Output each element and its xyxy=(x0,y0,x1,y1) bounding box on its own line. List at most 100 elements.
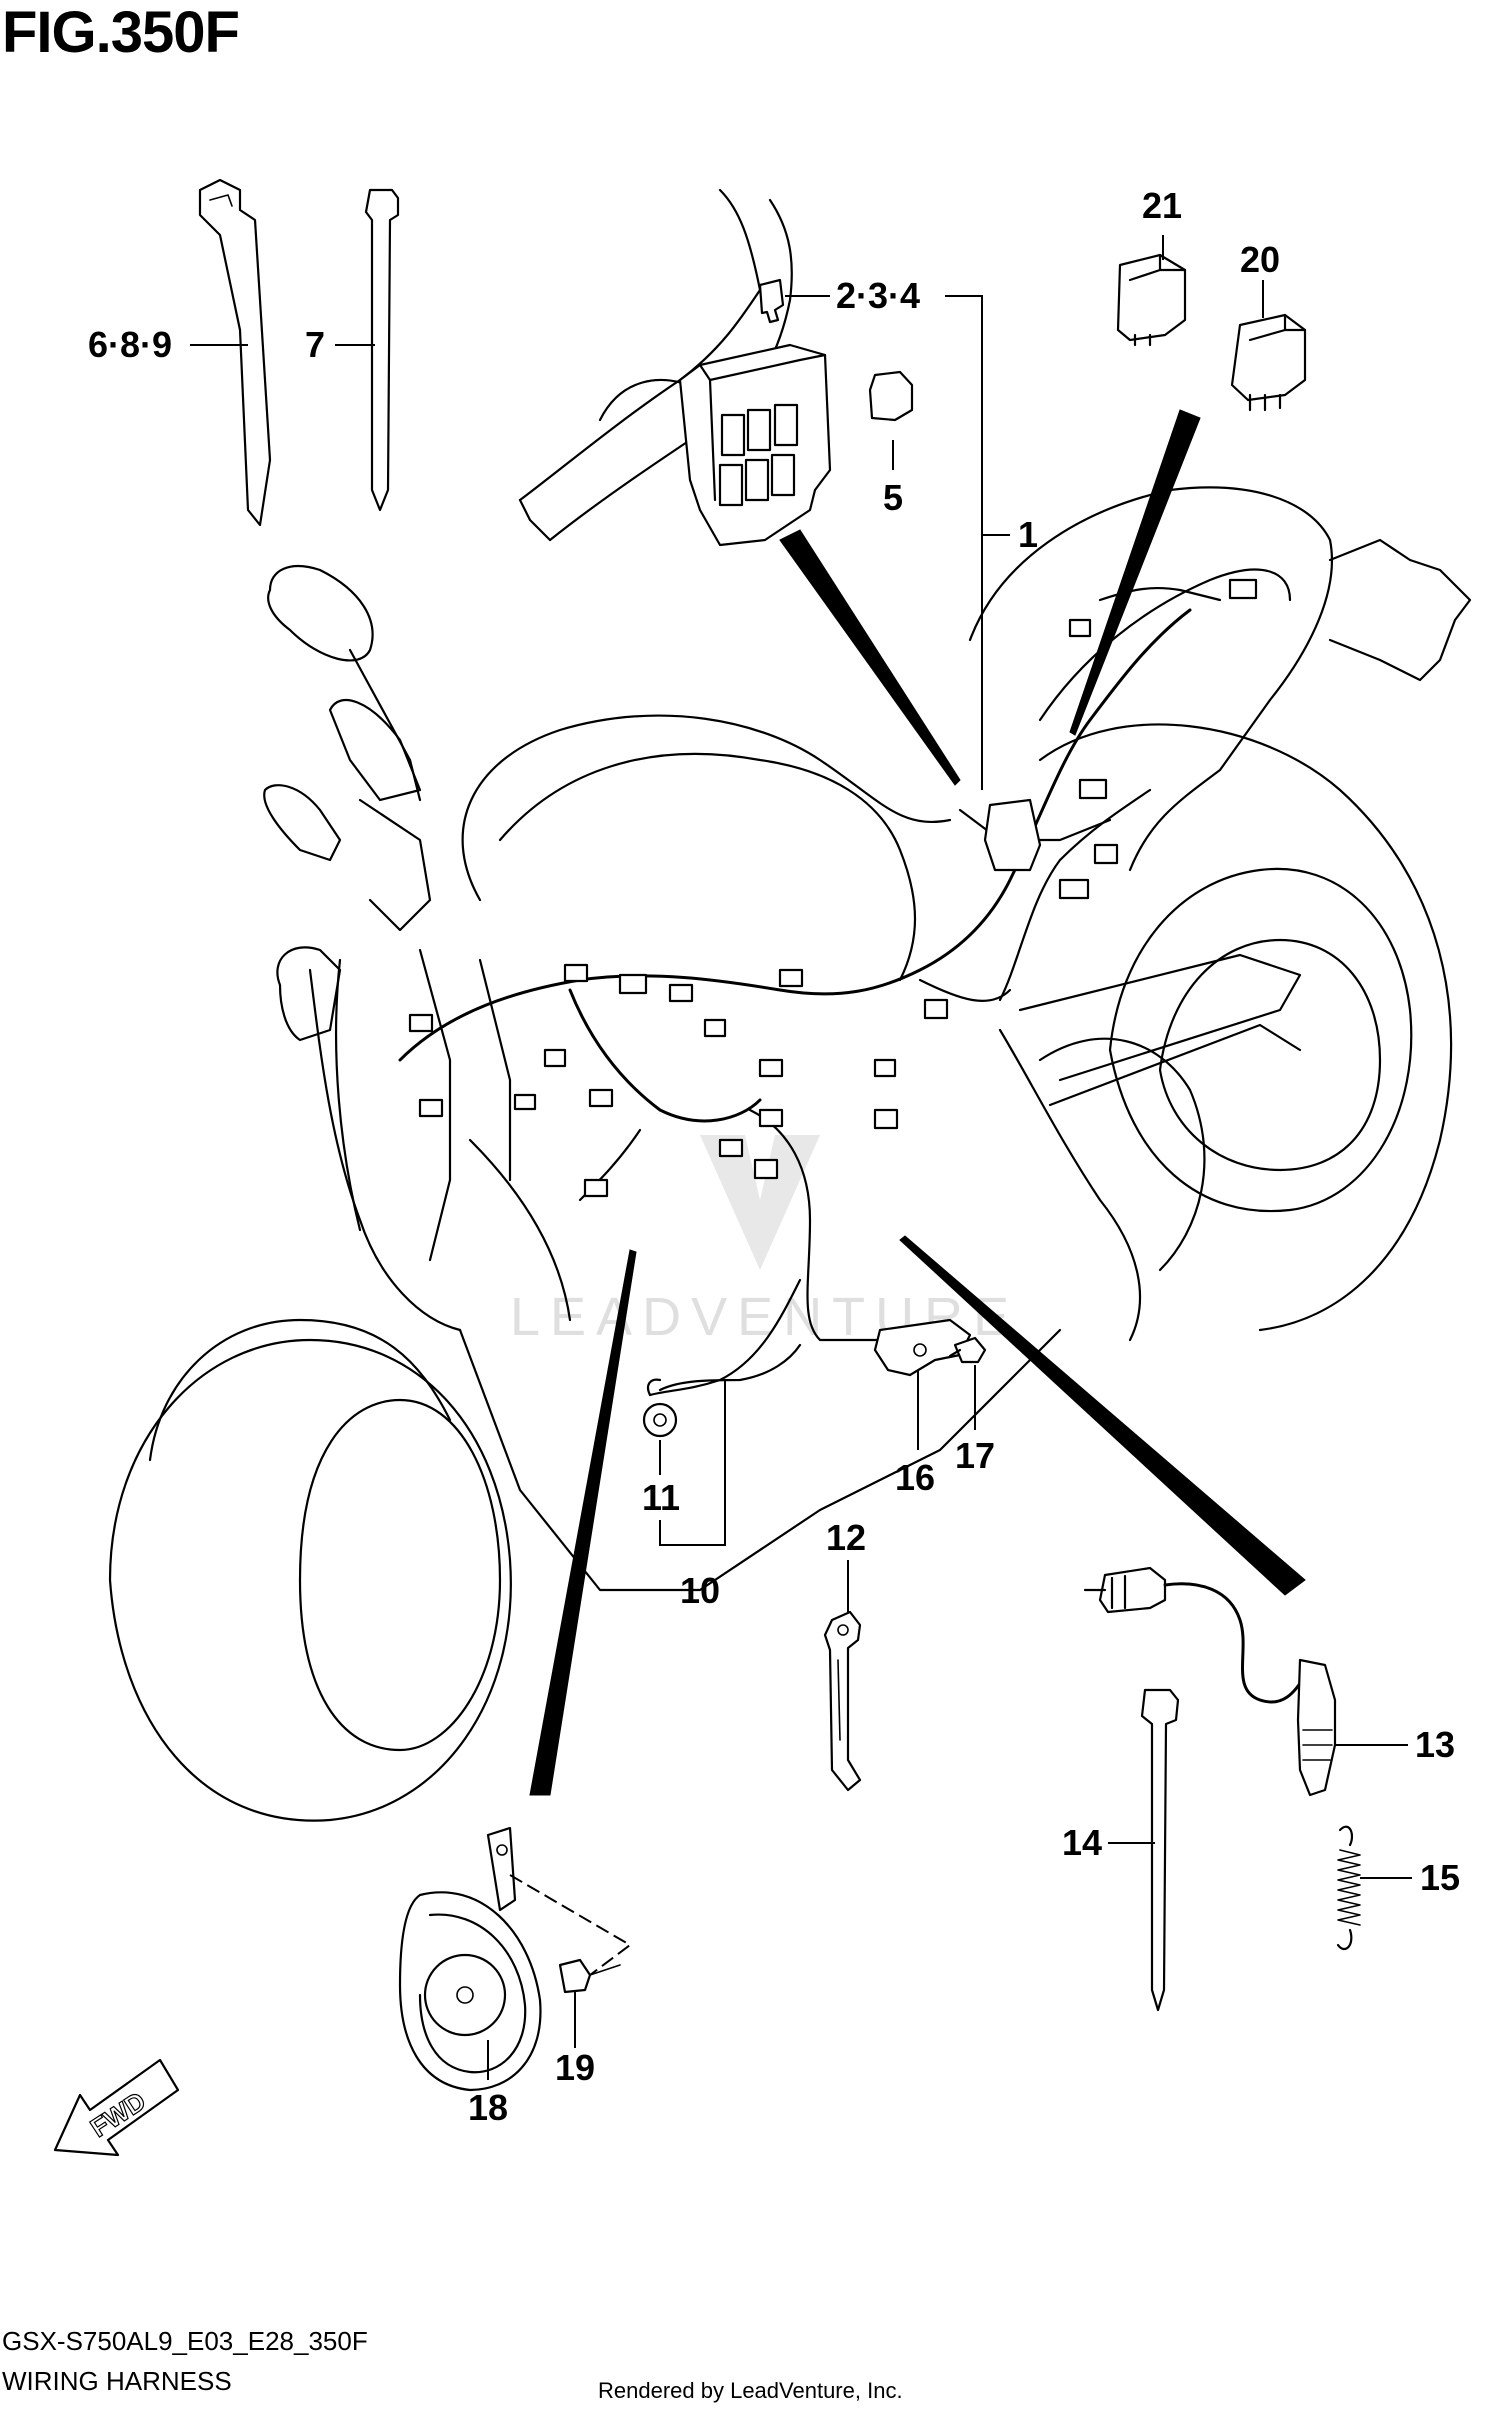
connector-15 xyxy=(778,968,804,988)
connector-17 xyxy=(1093,843,1119,865)
connector-13 xyxy=(873,1108,899,1130)
mirror-stem xyxy=(348,648,422,802)
connector-6 xyxy=(588,1088,614,1108)
seat-edge xyxy=(1038,568,1292,722)
leader-10-left xyxy=(659,1505,726,1546)
sensor-13-body xyxy=(1296,1658,1337,1797)
harness-to-16 xyxy=(748,1108,882,1342)
callout-20: 20 xyxy=(1240,239,1280,280)
fuse-part xyxy=(758,278,785,324)
callout-18: 18 xyxy=(468,2087,508,2128)
connector-12 xyxy=(873,1058,897,1078)
fuse-slot-6 xyxy=(770,453,796,497)
ground-lug xyxy=(646,1378,662,1397)
headlight xyxy=(276,946,342,1042)
fuse-box-assembly xyxy=(518,188,914,547)
horn-assembly-dash xyxy=(509,1874,632,1976)
fuse-slot-2 xyxy=(746,408,772,452)
wedge-relays xyxy=(1069,409,1201,736)
fuse-slot-5 xyxy=(744,458,770,502)
bolt-19-head xyxy=(558,1958,592,1994)
horn-ring xyxy=(418,1913,527,2074)
relay-20 xyxy=(1230,313,1307,402)
connector-4 xyxy=(703,1018,727,1038)
figure-title: FIG.350F xyxy=(2,0,239,65)
sensor-13-connector xyxy=(1098,1566,1167,1614)
callout-12: 12 xyxy=(826,1517,866,1558)
horn-body xyxy=(398,1891,542,2092)
wedge-horn xyxy=(529,1249,637,1796)
connector-9 xyxy=(758,1108,784,1128)
callout-5: 5 xyxy=(883,477,903,518)
watermark-logo-icon xyxy=(700,1135,820,1270)
section-name: WIRING HARNESS xyxy=(2,2366,232,2396)
leader-1-top xyxy=(945,295,1010,536)
fuse-cap xyxy=(868,370,914,422)
horn-face xyxy=(423,1953,507,2037)
fuse-box-lid-edge xyxy=(698,353,827,382)
horn-bracket xyxy=(486,1826,517,1912)
relay-21-pins xyxy=(1133,333,1152,347)
front-tire xyxy=(108,1338,512,1822)
relay-21-edge xyxy=(1128,253,1187,282)
fuse-slot-3 xyxy=(773,403,799,447)
handlebar-grip xyxy=(328,698,422,802)
tank-outline xyxy=(461,714,952,902)
harness-branch-rear xyxy=(918,978,1012,1002)
fuse-box-divider xyxy=(708,378,717,502)
ground-terminal xyxy=(642,1402,678,1438)
callout-19: 19 xyxy=(555,2047,595,2088)
bolt-19-shank xyxy=(589,1964,621,1976)
bolt-17-head xyxy=(953,1336,987,1364)
relay-20-pins xyxy=(1248,393,1282,412)
connector-3 xyxy=(668,983,694,1003)
callout-11: 11 xyxy=(642,1477,680,1518)
fuse-slot-1 xyxy=(720,413,746,457)
frame-tube-upper xyxy=(518,188,762,502)
handlebar-clamp xyxy=(358,798,432,932)
horn-center xyxy=(456,1986,474,2004)
side-panel xyxy=(1038,1037,1206,1272)
cable-ties xyxy=(198,178,1180,2012)
spring-coils xyxy=(1337,1849,1361,1926)
clamp-body xyxy=(823,1610,862,1792)
connector-11 xyxy=(753,1158,779,1180)
harness-tail-lead xyxy=(1098,586,1222,602)
swingarm xyxy=(1018,953,1302,1082)
connector-1 xyxy=(563,963,589,983)
spring-hook-top xyxy=(1338,1825,1354,1847)
clamp-rib xyxy=(837,1659,841,1741)
connector-2 xyxy=(618,973,648,995)
callout-2-3-4: 2·3·4 xyxy=(836,275,920,316)
rear-rim-inner xyxy=(1158,938,1382,1172)
front-fork-right xyxy=(478,958,512,1182)
sensor-body xyxy=(873,1318,972,1377)
sensor-13-lead xyxy=(1163,1582,1312,1704)
connector-20 xyxy=(1068,618,1092,638)
harness-relay-block xyxy=(983,798,1042,872)
callout-21: 21 xyxy=(1142,185,1182,226)
pointer-wedges xyxy=(529,409,1306,1796)
relay-21 xyxy=(1116,253,1187,342)
connector-21 xyxy=(408,1013,434,1033)
callout-1: 1 xyxy=(1018,514,1038,555)
rear-rim xyxy=(1108,867,1413,1213)
wedge-sensor xyxy=(899,1235,1306,1596)
swingarm-lower xyxy=(1048,1023,1302,1107)
mirror xyxy=(267,565,374,662)
model-code: GSX-S750AL9_E03_E28_350F xyxy=(2,2326,368,2356)
callout-16: 16 xyxy=(895,1457,935,1498)
callout-labels: 1 2·3·4 5 6·8·9 7 10 11 12 13 14 15 16 1… xyxy=(88,185,1460,2128)
ground-wire xyxy=(658,1343,802,1392)
front-fender xyxy=(148,1318,452,1462)
callout-17: 17 xyxy=(955,1435,995,1476)
connector-10 xyxy=(718,1138,744,1158)
sensor-hole xyxy=(913,1343,927,1357)
connector-16 xyxy=(1058,878,1090,900)
headlight-cowl xyxy=(335,958,362,1232)
connector-7 xyxy=(513,1093,537,1111)
motorcycle-outline xyxy=(108,486,1472,1822)
harness-branch-upper xyxy=(998,788,1152,1002)
